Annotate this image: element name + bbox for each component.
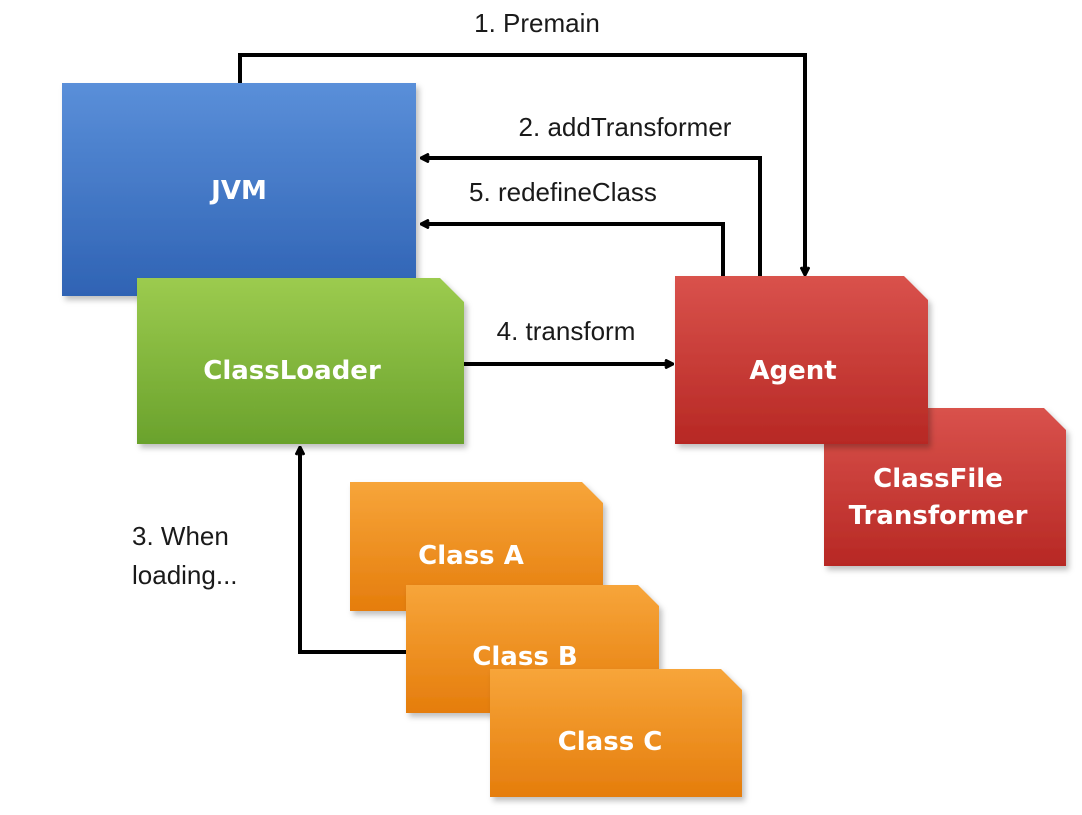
agent-label: Agent xyxy=(749,356,836,386)
classfile-transformer-label-line2: Transformer xyxy=(849,501,1028,531)
add-transformer-arrow xyxy=(422,158,762,276)
jvm-node xyxy=(62,83,416,296)
class-c-node xyxy=(490,669,742,797)
redefine-class-arrow xyxy=(422,224,725,276)
class-c-label: Class C xyxy=(558,727,663,757)
classfile-transformer-node xyxy=(824,408,1066,566)
redefine-class-label: 5. redefineClass xyxy=(469,177,657,207)
transform-label: 4. transform xyxy=(497,316,636,346)
class-b-label: Class B xyxy=(472,642,577,672)
class-a-node xyxy=(350,482,603,611)
when-loading-arrow xyxy=(300,448,408,654)
premain-label: 1. Premain xyxy=(474,8,600,38)
agent-node xyxy=(675,276,928,444)
add-transformer-label: 2. addTransformer xyxy=(519,112,732,142)
when-loading-label-line1: 3. When xyxy=(132,521,229,551)
when-loading-label-line2: loading... xyxy=(132,560,238,590)
jvm-label: JVM xyxy=(209,176,267,206)
classfile-transformer-label-line1: ClassFile xyxy=(873,464,1003,494)
classloader-label: ClassLoader xyxy=(203,356,381,386)
premain-arrow xyxy=(238,53,805,274)
class-a-label: Class A xyxy=(418,541,524,571)
classloader-node xyxy=(137,278,464,444)
